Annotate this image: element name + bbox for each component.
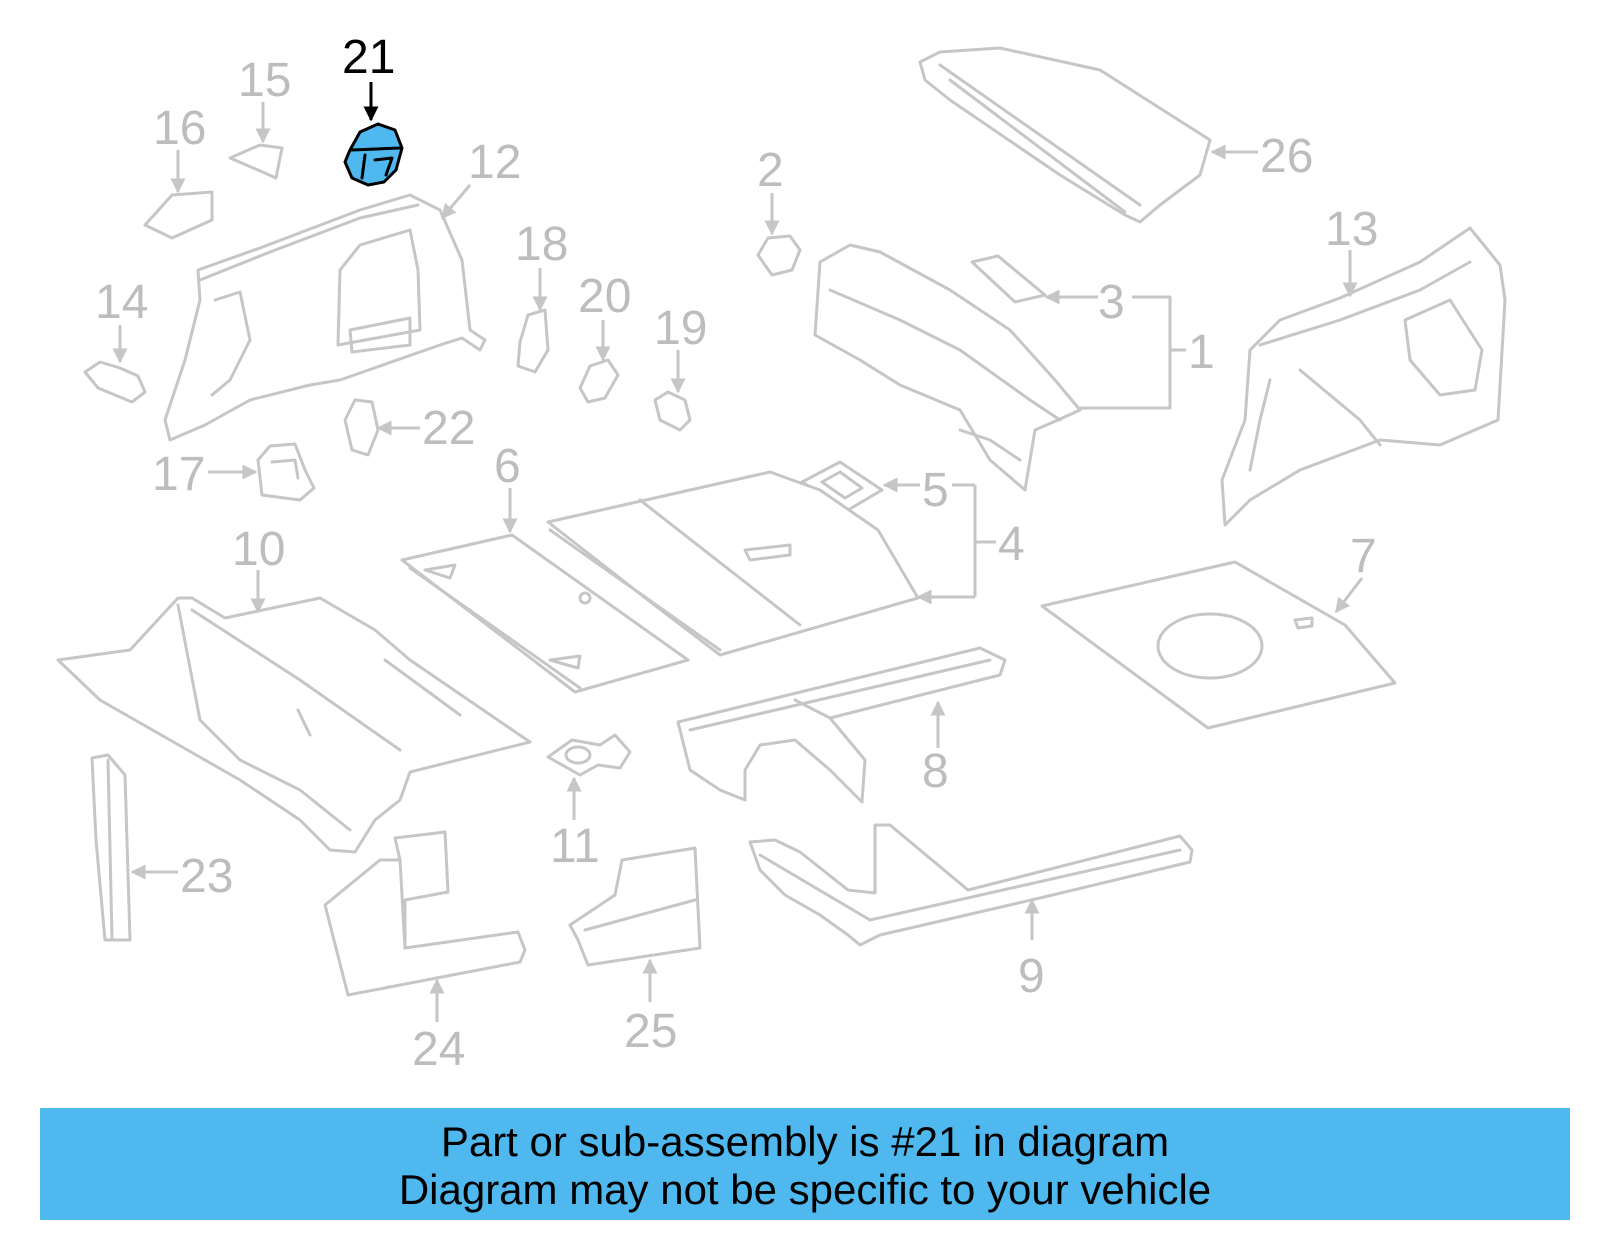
callout-8: 8 (922, 745, 949, 798)
part-26[interactable]: 26 (918, 46, 1313, 224)
callout-16: 16 (153, 102, 206, 155)
callout-14: 14 (95, 276, 148, 329)
part-6[interactable]: 6 (400, 440, 690, 694)
part-19[interactable]: 19 (653, 302, 707, 432)
part-10[interactable]: 10 (56, 523, 532, 854)
part-4[interactable]: 4 (546, 470, 1025, 657)
callout-7: 7 (1350, 530, 1377, 583)
part-23[interactable]: 23 (90, 753, 233, 942)
part-2[interactable]: 2 (756, 144, 802, 277)
part-18[interactable]: 18 (515, 218, 568, 374)
part-7[interactable]: 7 (1040, 530, 1397, 730)
callout-1: 1 (1188, 326, 1215, 379)
callout-4: 4 (998, 518, 1025, 571)
part-13[interactable]: 13 (1220, 203, 1507, 527)
callout-9: 9 (1018, 950, 1045, 1003)
part-8[interactable]: 8 (676, 646, 1007, 804)
part-9[interactable]: 9 (748, 823, 1194, 1003)
part-11[interactable]: 11 (546, 733, 632, 873)
callout-10: 10 (232, 523, 285, 576)
callout-15: 15 (238, 54, 291, 107)
callout-22: 22 (422, 402, 475, 455)
banner-line-part-number: Part or sub-assembly is #21 in diagram (440, 1118, 1170, 1165)
callout-11: 11 (550, 820, 600, 873)
callout-25: 25 (624, 1005, 677, 1058)
callout-12: 12 (468, 136, 521, 189)
callout-20: 20 (578, 270, 631, 323)
callout-5: 5 (922, 464, 949, 517)
callout-17: 17 (152, 448, 205, 501)
callout-21: 21 (342, 31, 395, 84)
callout-19: 19 (654, 302, 707, 355)
banner-line-disclaimer: Diagram may not be specific to your vehi… (398, 1166, 1212, 1213)
callout-18: 18 (515, 218, 568, 271)
callout-2: 2 (757, 144, 784, 197)
callout-6: 6 (494, 440, 521, 493)
part-15[interactable]: 15 (228, 54, 291, 180)
part-3[interactable]: 3 (970, 254, 1170, 329)
part-17[interactable]: 17 (152, 442, 316, 502)
callout-26: 26 (1260, 130, 1313, 183)
callout-3: 3 (1098, 276, 1125, 329)
part-12[interactable]: 12 (163, 136, 521, 442)
part-24[interactable]: 24 (323, 830, 527, 1076)
callout-24: 24 (412, 1023, 465, 1076)
part-14[interactable]: 14 (83, 276, 148, 404)
part-21[interactable]: 21 (342, 31, 404, 187)
part-16[interactable]: 16 (143, 102, 214, 240)
callout-13: 13 (1325, 203, 1378, 256)
part-20[interactable]: 20 (578, 270, 631, 404)
part-25[interactable]: 25 (568, 846, 702, 1058)
info-banner: Part or sub-assembly is #21 in diagram D… (40, 1108, 1570, 1220)
part-22[interactable]: 22 (343, 398, 475, 457)
callout-23: 23 (180, 850, 233, 903)
part-1[interactable]: 1 (813, 243, 1215, 492)
